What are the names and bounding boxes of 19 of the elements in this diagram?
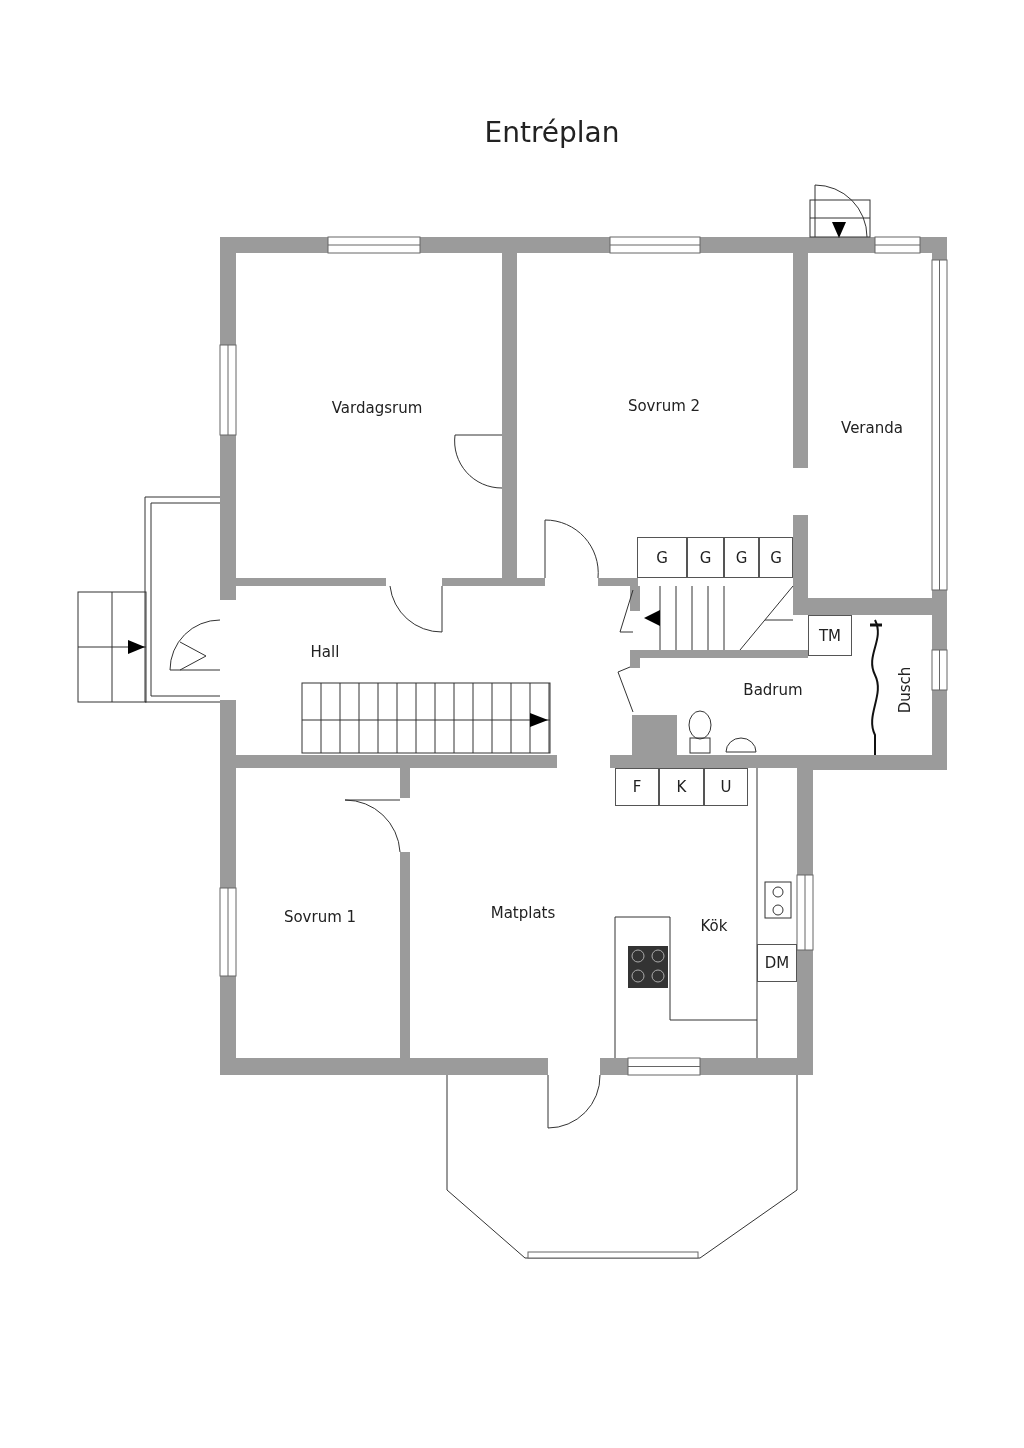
room-label: Sovrum 2 <box>627 397 701 415</box>
room-label: Dusch <box>896 666 914 714</box>
cabinet-marker: G <box>759 537 793 578</box>
cabinet-marker: TM <box>808 615 852 656</box>
room-label: Sovrum 1 <box>283 908 357 926</box>
cabinet-marker: K <box>659 768 704 806</box>
cabinet-marker: G <box>687 537 724 578</box>
cabinet-marker: F <box>615 768 659 806</box>
room-label: Veranda <box>841 419 903 437</box>
cabinet-marker: U <box>704 768 748 806</box>
page-title: Entréplan <box>483 116 621 149</box>
cabinet-marker: G <box>637 537 687 578</box>
cabinet-marker: G <box>724 537 759 578</box>
cabinet-marker: DM <box>757 944 797 982</box>
room-label: Kök <box>700 917 728 935</box>
room-label: Badrum <box>743 681 803 699</box>
room-label: Hall <box>310 643 340 661</box>
room-label: Matplats <box>490 904 556 922</box>
room-label: Vardagsrum <box>331 399 423 417</box>
